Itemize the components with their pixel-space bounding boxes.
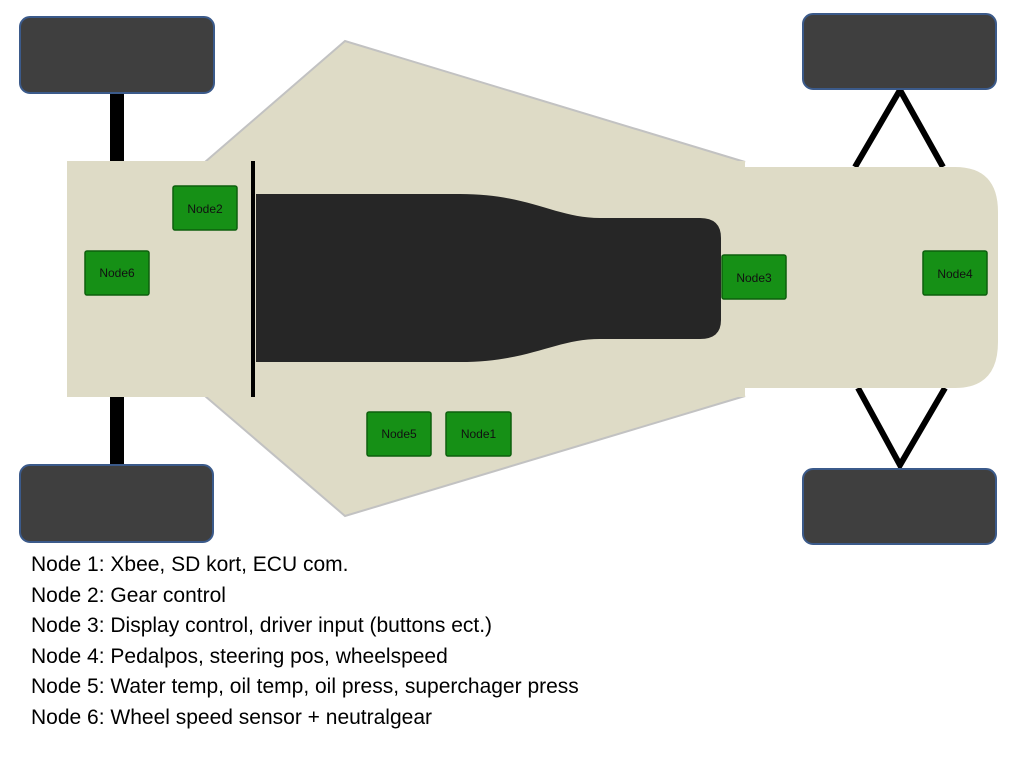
- legend-item-node-5: Node 5: Water temp, oil temp, oil press,…: [31, 675, 579, 699]
- front-suspension-top: [852, 83, 946, 169]
- front-right-wheel: [802, 468, 997, 545]
- sidepod-top: [202, 39, 746, 163]
- node-2-label: Node2: [187, 202, 223, 216]
- legend-item-node-1: Node 1: Xbee, SD kort, ECU com.: [31, 553, 349, 576]
- node-2: Node2: [172, 185, 238, 231]
- rear-right-wheel: [19, 464, 214, 543]
- car-topview-diagram: Node1 Node2 Node3 Node4 Node5 Node6: [19, 13, 998, 545]
- cockpit: [256, 194, 721, 362]
- node-5-label: Node5: [381, 427, 417, 441]
- legend-item-node-4: Node 4: Pedalpos, steering pos, wheelspe…: [31, 644, 448, 668]
- node-3: Node3: [721, 254, 787, 300]
- firewall-line: [251, 161, 255, 397]
- node-1-label: Node1: [461, 427, 497, 441]
- front-suspension-bottom: [855, 386, 948, 472]
- rear-axle-bottom: [110, 392, 124, 467]
- rear-axle-top: [110, 90, 124, 165]
- node-4-label: Node4: [937, 267, 973, 281]
- node-6: Node6: [84, 250, 150, 296]
- node-legend: Node 1: Xbee, SD kort, ECU com. Node 2: …: [31, 550, 579, 734]
- legend-item-node-6: Node 6: Wheel speed sensor + neutralgear: [31, 705, 432, 729]
- node-4: Node4: [922, 250, 988, 296]
- legend-item-node-3: Node 3: Display control, driver input (b…: [31, 614, 493, 638]
- node-3-label: Node3: [736, 271, 772, 285]
- front-left-wheel: [802, 13, 997, 90]
- node-5: Node5: [366, 411, 432, 457]
- node-6-label: Node6: [99, 266, 135, 280]
- node-1: Node1: [445, 411, 512, 457]
- rear-left-wheel: [19, 16, 215, 94]
- legend-item-node-2: Node 2: Gear control: [31, 583, 226, 607]
